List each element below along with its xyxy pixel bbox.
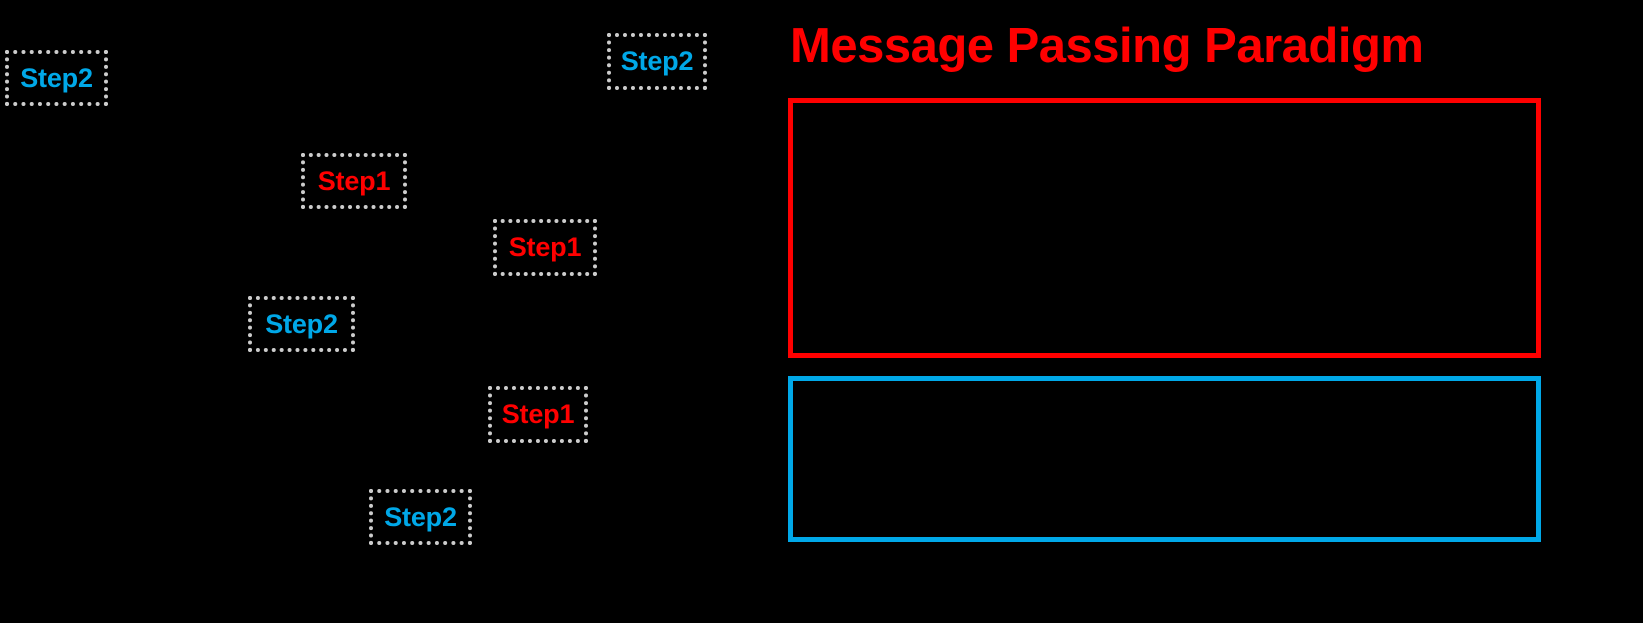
cyan-content-box[interactable] (788, 376, 1541, 542)
step-badge-label: Step2 (20, 62, 93, 93)
step-badge-step2-3[interactable]: Step2 (248, 296, 355, 352)
step-badge-label: Step2 (384, 501, 457, 532)
red-content-box[interactable] (788, 98, 1541, 358)
step-badge-label: Step2 (620, 46, 694, 76)
step-badge-step1-1[interactable]: Step1 (301, 153, 407, 209)
step-badge-label: Step1 (501, 399, 575, 429)
step-badge-step2-4[interactable]: Step2 (369, 489, 472, 545)
page-title: Message Passing Paradigm (790, 19, 1424, 73)
step-badge-label: Step2 (265, 308, 338, 339)
step-badge-step1-3[interactable]: Step1 (488, 386, 588, 443)
step-badge-label: Step1 (508, 232, 582, 262)
step-badge-step1-2[interactable]: Step1 (493, 219, 597, 276)
step-badge-step2-2[interactable]: Step2 (607, 33, 707, 90)
step-badge-step2-1[interactable]: Step2 (5, 50, 108, 106)
step-badge-label: Step1 (317, 165, 391, 196)
right-panel: Message Passing Paradigm (786, 0, 1643, 623)
